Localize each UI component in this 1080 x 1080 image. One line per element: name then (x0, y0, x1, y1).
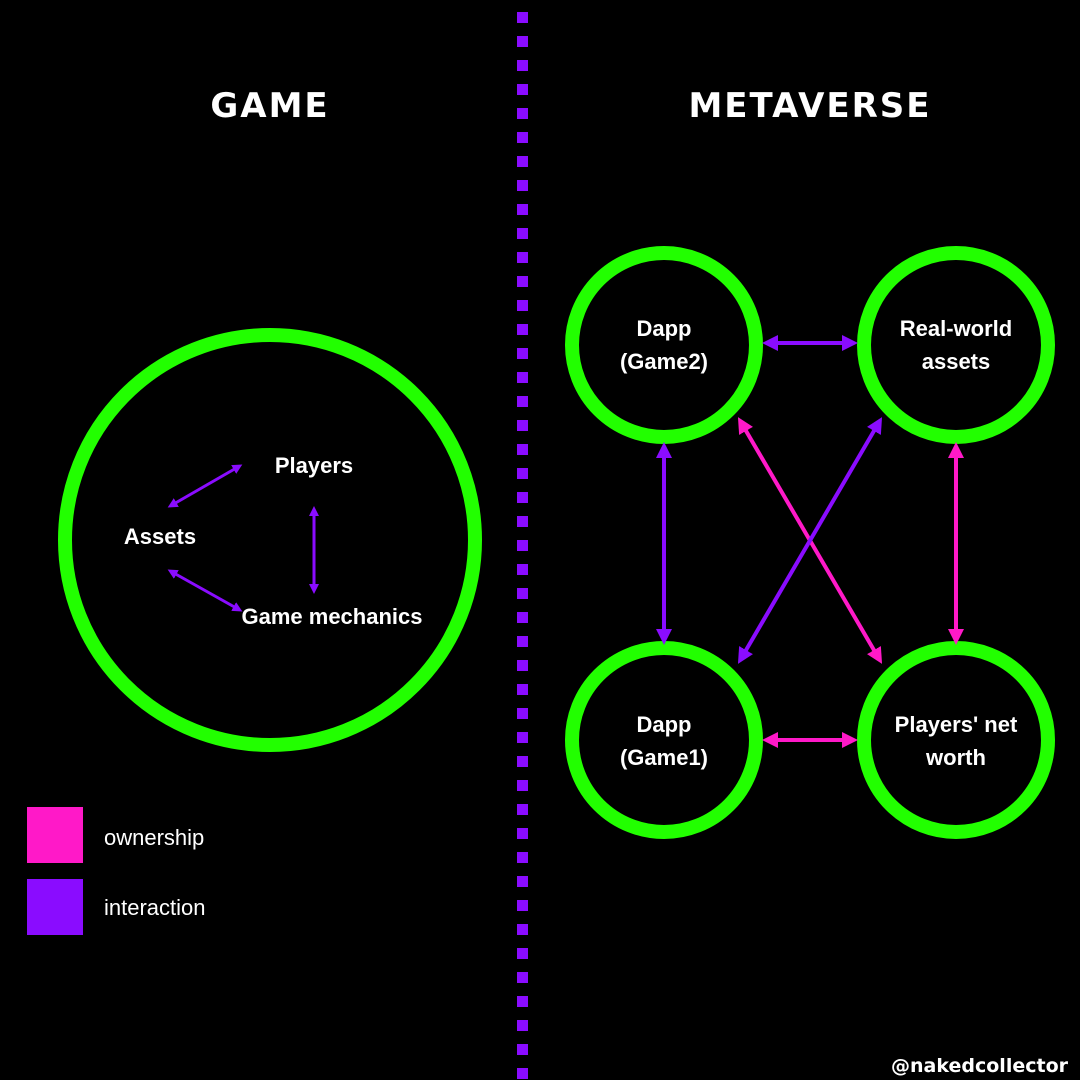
divider-dot (517, 84, 528, 95)
divider-dot (517, 564, 528, 575)
game-node-players: Players (274, 453, 354, 478)
legend-swatch-ownership (27, 807, 83, 863)
divider-dot (517, 828, 528, 839)
divider-dot (517, 324, 528, 335)
divider-dot (517, 300, 528, 311)
divider-dot (517, 252, 528, 263)
node-dapp-game1: Dapp (Game1) (584, 691, 744, 791)
divider-dot (517, 612, 528, 623)
divider-dot (517, 180, 528, 191)
node-dapp-game1-line2: (Game1) (619, 745, 709, 770)
divider-dot (517, 396, 528, 407)
divider-dot (517, 492, 528, 503)
divider-dot (517, 516, 528, 527)
divider-dot (517, 348, 528, 359)
divider-dot (517, 924, 528, 935)
divider-dot (517, 276, 528, 287)
node-circle-players-net-worth (857, 641, 1055, 839)
game-node-assets: Assets (123, 524, 197, 549)
metaverse-heading: METAVERSE (688, 86, 932, 126)
divider-dot (517, 228, 528, 239)
divider-dot (517, 156, 528, 167)
divider-dot (517, 36, 528, 47)
divider-dot (517, 444, 528, 455)
game-heading: GAME (210, 86, 330, 126)
divider-dot (517, 948, 528, 959)
divider-dot (517, 588, 528, 599)
divider-dot (517, 372, 528, 383)
divider-dot (517, 780, 528, 791)
author-handle: @nakedcollector (891, 1055, 1068, 1077)
divider-dot (517, 540, 528, 551)
divider-dot (517, 732, 528, 743)
game-circle (58, 328, 482, 752)
game-node-game-mechanics: Game mechanics (241, 604, 423, 629)
divider-dot (517, 972, 528, 983)
divider-dot (517, 108, 528, 119)
edge-real-world-assets-dapp-game1 (737, 417, 883, 664)
divider-dot (517, 420, 528, 431)
divider-dot (517, 804, 528, 815)
node-real-world-assets-line2: assets (921, 349, 991, 374)
divider-dot (517, 132, 528, 143)
edge-assets-players (167, 464, 243, 508)
node-dapp-game2-line1: Dapp (636, 316, 692, 341)
node-circle-real-world-assets (857, 246, 1055, 444)
node-circle-dapp-game1 (565, 641, 763, 839)
divider-dot (517, 996, 528, 1007)
divider-dot (517, 660, 528, 671)
center-divider (517, 12, 528, 1079)
edge-assets-game-mechanics (167, 569, 243, 612)
divider-dot (517, 204, 528, 215)
node-circle-dapp-game2 (565, 246, 763, 444)
node-players-net-worth-line2: worth (926, 745, 986, 770)
divider-dot (517, 1068, 528, 1079)
divider-dot (517, 756, 528, 767)
divider-dot (517, 60, 528, 71)
node-dapp-game2: Dapp (Game2) (584, 295, 744, 395)
node-real-world-assets-line1: Real-world (899, 316, 1013, 341)
divider-dot (517, 876, 528, 887)
divider-dot (517, 708, 528, 719)
divider-dot (517, 684, 528, 695)
legend-label-ownership: ownership (104, 825, 205, 850)
node-players-net-worth: Players' net worth (868, 691, 1044, 791)
divider-dot (517, 852, 528, 863)
divider-dot (517, 468, 528, 479)
divider-dot (517, 12, 528, 23)
node-dapp-game2-line2: (Game2) (619, 349, 709, 374)
node-real-world-assets: Real-world assets (876, 295, 1036, 395)
legend-label-interaction: interaction (104, 895, 206, 920)
node-players-net-worth-line1: Players' net (894, 712, 1018, 737)
divider-dot (517, 900, 528, 911)
divider-dot (517, 636, 528, 647)
legend-swatch-interaction (27, 879, 83, 935)
divider-dot (517, 1020, 528, 1031)
node-dapp-game1-line1: Dapp (636, 712, 692, 737)
divider-dot (517, 1044, 528, 1055)
